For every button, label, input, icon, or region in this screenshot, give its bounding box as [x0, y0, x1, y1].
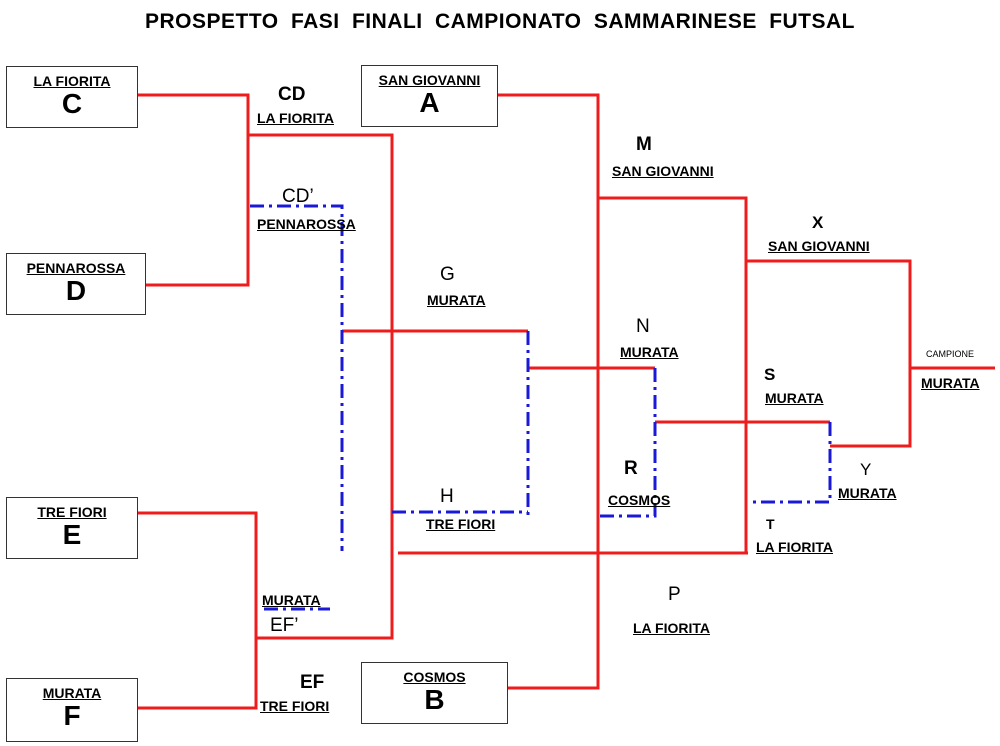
- match-n-code: N: [636, 316, 650, 337]
- match-n-winner: MURATA: [620, 344, 679, 360]
- champion-name: MURATA: [921, 375, 980, 391]
- line-cd-to-h: [248, 133, 394, 548]
- champion-label: CAMPIONE: [926, 349, 975, 359]
- match-m-code: M: [636, 134, 652, 155]
- match-ef2-code: EF’: [270, 615, 299, 636]
- line-e-to-ef: [138, 511, 258, 710]
- team-box-f: MURATA F: [6, 678, 138, 742]
- match-m-winner: SAN GIOVANNI: [612, 163, 714, 179]
- match-p-code: P: [668, 584, 681, 605]
- team-seed: C: [61, 88, 83, 119]
- loser-paths: [250, 204, 832, 611]
- match-y-winner: MURATA: [838, 485, 897, 501]
- match-ef2-winner: MURATA: [262, 592, 321, 608]
- line-a-to-m: [498, 93, 600, 690]
- match-ef-code: EF: [300, 672, 325, 693]
- team-box-b: COSMOS B: [361, 662, 508, 724]
- winner-paths: [138, 93, 995, 710]
- team-box-d: PENNAROSSA D: [6, 253, 146, 315]
- team-seed: A: [419, 87, 440, 118]
- team-box-c: LA FIORITA C: [6, 66, 138, 128]
- match-y-code: Y: [860, 460, 872, 479]
- match-h-winner: TRE FIORI: [426, 516, 496, 532]
- match-cd2-code: CD’: [282, 186, 314, 207]
- match-s-winner: MURATA: [765, 390, 824, 406]
- team-seed: B: [424, 684, 445, 715]
- team-name: PENNAROSSA: [26, 260, 126, 276]
- match-s-code: S: [764, 365, 776, 384]
- match-r-winner: COSMOS: [608, 492, 671, 508]
- line-ef-to-h: [256, 548, 394, 640]
- line-y: [748, 422, 832, 504]
- match-ef-winner: TRE FIORI: [260, 698, 330, 714]
- match-x-winner: SAN GIOVANNI: [768, 238, 870, 254]
- team-box-a: SAN GIOVANNI A: [361, 65, 498, 127]
- team-name: TRE FIORI: [37, 504, 107, 520]
- line-c-to-cd: [138, 93, 250, 135]
- team-name: SAN GIOVANNI: [378, 72, 481, 88]
- match-cd-winner: LA FIORITA: [257, 110, 334, 126]
- match-cd2-winner: PENNAROSSA: [257, 216, 356, 232]
- team-name: LA FIORITA: [33, 73, 111, 89]
- line-n-to-r: [598, 368, 657, 518]
- match-h-code: H: [440, 486, 454, 507]
- team-seed: F: [63, 700, 81, 731]
- match-g-code: G: [440, 264, 455, 285]
- team-seed: D: [65, 275, 87, 306]
- team-box-e: TRE FIORI E: [6, 497, 138, 559]
- match-g-winner: MURATA: [427, 292, 486, 308]
- match-r-code: R: [624, 458, 638, 479]
- match-p-winner: LA FIORITA: [633, 620, 710, 636]
- team-seed: E: [62, 519, 82, 550]
- match-cd-code: CD: [278, 84, 306, 105]
- match-t-winner: LA FIORITA: [756, 539, 833, 555]
- line-m: [598, 196, 748, 553]
- line-x: [746, 259, 912, 448]
- page-title: PROSPETTO FASI FINALI CAMPIONATO SAMMARI…: [144, 10, 856, 33]
- line-d-to-cd: [146, 135, 250, 287]
- match-x-code: X: [812, 213, 824, 232]
- match-t-code: T: [766, 516, 775, 532]
- line-cd2: [250, 204, 344, 551]
- team-name: COSMOS: [403, 669, 466, 685]
- team-name: MURATA: [42, 685, 102, 701]
